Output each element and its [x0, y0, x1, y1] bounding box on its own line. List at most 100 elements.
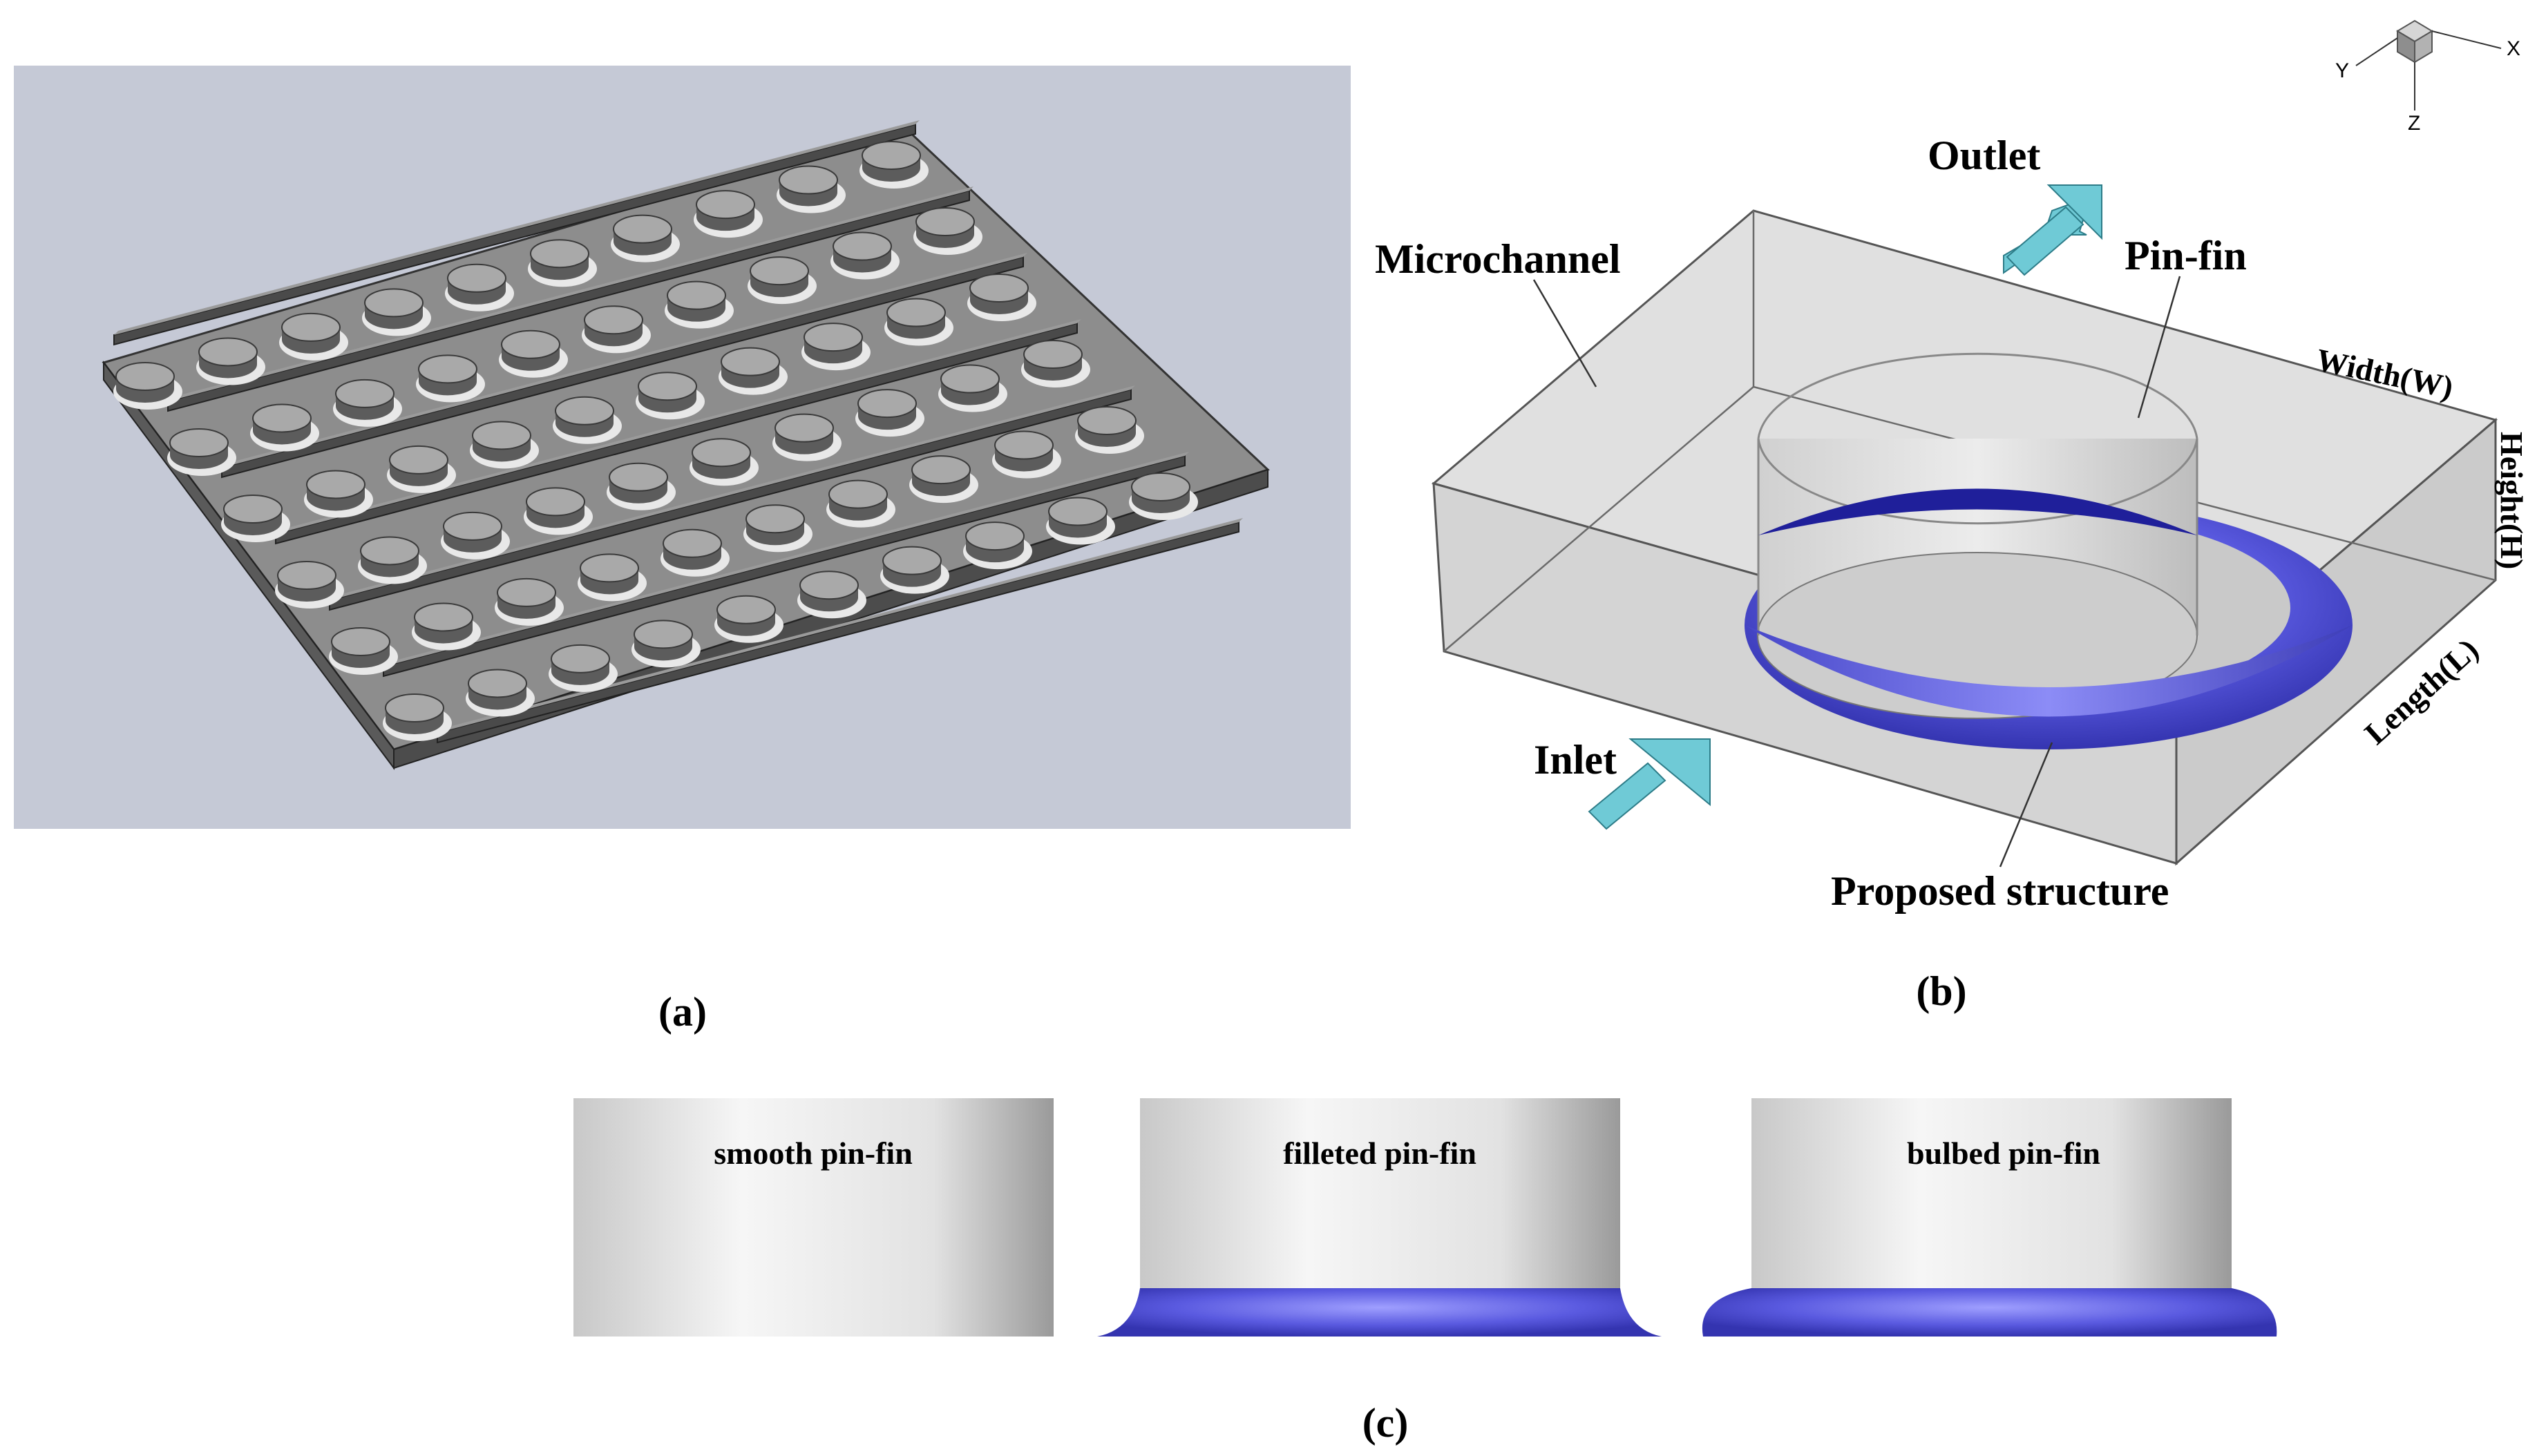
pin-fin: [665, 280, 734, 329]
pin-fin-top: [638, 372, 697, 401]
pin-fin: [412, 602, 481, 651]
pin-fin-top: [775, 413, 834, 443]
pin-fin-top: [501, 329, 560, 359]
pin-fin: [694, 190, 763, 238]
axis-cube-right: [2414, 30, 2433, 64]
pin-fin: [1129, 472, 1198, 520]
pin-fin-top: [223, 495, 283, 524]
pin-fin-top: [721, 347, 780, 376]
leader-microchannel: [1532, 279, 1597, 387]
pin-fin: [416, 354, 485, 403]
pin-fin-top-ring: [1757, 438, 2198, 525]
pin-fin: [383, 693, 452, 741]
channel-walls: [113, 120, 1243, 744]
channel-wall-top: [222, 253, 1027, 468]
channel-wall-top: [114, 120, 920, 335]
pin-fin: [1021, 340, 1090, 387]
pin-fin-top: [252, 403, 312, 433]
filleted-base: [1097, 1288, 1662, 1337]
pin-fin: [719, 347, 788, 395]
bulb-front-band: [1745, 625, 2353, 717]
pin-fin: [329, 627, 398, 675]
pin-fin: [607, 462, 676, 510]
pin-fin: [582, 305, 651, 354]
pin-fin-top: [667, 280, 726, 310]
pin-fin: [333, 379, 402, 427]
pin-fin-top: [915, 207, 975, 236]
pin-fin: [631, 620, 701, 668]
pin-fin-top: [1131, 472, 1190, 501]
pin-fin-top: [1048, 497, 1108, 526]
pin-fin: [801, 323, 871, 371]
pin-fin-top: [994, 430, 1054, 460]
pin-fin: [221, 495, 290, 542]
channel-wall-top: [437, 518, 1243, 733]
pin-fin-top: [385, 693, 444, 722]
pin-fin: [495, 577, 564, 626]
pin-fin: [196, 337, 265, 385]
pin-fin-top: [443, 511, 502, 541]
pin-fin-top: [281, 312, 341, 342]
channel-wall-top: [383, 452, 1189, 667]
bulbed-pin-fin: [1751, 1098, 2232, 1292]
pin-fin-top: [911, 455, 971, 485]
pin-fin: [113, 362, 182, 410]
pin-fin-top: [360, 536, 419, 566]
smooth-pin-fin: [573, 1098, 1054, 1337]
pin-fin: [549, 644, 618, 692]
pin-fin-top: [857, 389, 917, 419]
inlet-arrow-head: [1628, 738, 1711, 807]
pin-fin: [826, 479, 895, 528]
panel-c: smooth pin-fin filleted pin-fin bulbed p…: [573, 1098, 2277, 1337]
pin-fin-top: [555, 396, 614, 425]
pin-fin: [445, 263, 514, 312]
height-label: Height(H): [2494, 432, 2529, 569]
pin-fin-top: [716, 595, 776, 624]
pin-fin: [441, 511, 510, 559]
pin-fin: [909, 455, 978, 504]
pin-fin: [304, 470, 373, 518]
pin-fin-top: [779, 165, 838, 195]
leader-pin-fin: [2137, 276, 2181, 419]
pin-fin-top: [882, 546, 942, 575]
microchannel-label: Microchannel: [1375, 236, 1621, 282]
pin-fin-top: [115, 362, 175, 391]
pin-fin-top: [969, 274, 1029, 303]
pin-fin-top: [696, 190, 755, 220]
pin-fin: [275, 561, 344, 609]
bulbed-base: [1702, 1288, 2277, 1337]
pin-fin: [748, 256, 817, 305]
box-hidden-edge: [1443, 386, 1754, 652]
pin-fin: [714, 595, 783, 643]
pin-fin-top: [828, 479, 888, 509]
pin-fin-top: [472, 421, 531, 450]
pin-fin-array: [113, 141, 1198, 741]
pin-fin: [830, 231, 900, 280]
inlet-label: Inlet: [1534, 737, 1617, 783]
leader-proposed: [1999, 742, 2053, 868]
pin-fin-label: Pin-fin: [2125, 233, 2247, 278]
channel-wall-top: [276, 319, 1081, 534]
pin-fin: [167, 428, 236, 476]
panel-a-label: (a): [658, 989, 707, 1035]
filleted-pin-fin-caption: filleted pin-fin: [1283, 1136, 1476, 1171]
pin-fin-top: [580, 553, 639, 583]
pin-fin-top-ring: [1757, 352, 2198, 439]
channel-wall: [329, 388, 1132, 611]
pin-fin-top: [331, 627, 390, 656]
pin-fin-top: [965, 521, 1025, 551]
pin-fin-top: [584, 305, 643, 335]
pin-fin-top: [663, 528, 722, 558]
pin-fin: [250, 403, 319, 452]
pin-fin: [636, 372, 705, 420]
pin-fin: [992, 430, 1061, 479]
pin-fin: [855, 389, 924, 437]
pin-fin-top: [886, 298, 946, 327]
smooth-pin-fin-caption: smooth pin-fin: [714, 1136, 913, 1171]
outlet-arrow-head: [2046, 184, 2102, 240]
inlet-arrow-body: [1588, 762, 1666, 830]
pin-fin-top: [940, 364, 1000, 394]
pin-fin: [690, 438, 759, 486]
pin-fin-top: [804, 323, 863, 352]
channel-wall: [383, 454, 1186, 678]
